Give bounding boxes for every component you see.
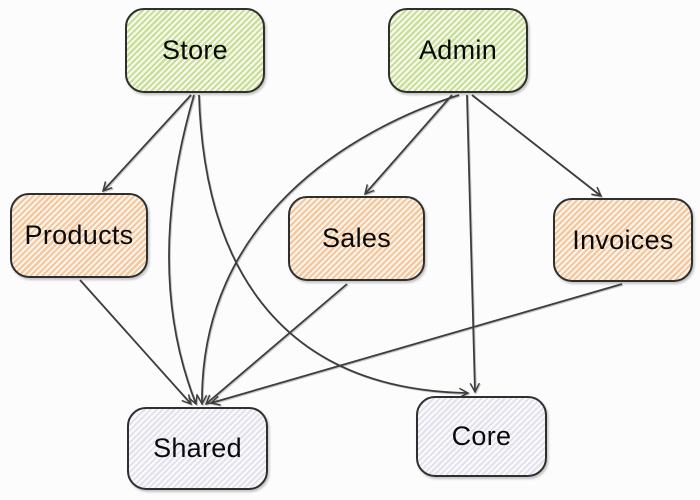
node-core[interactable]: Core (416, 396, 547, 477)
node-admin[interactable]: Admin (388, 8, 528, 93)
node-label-shared: Shared (153, 433, 242, 463)
edge-store-products (103, 94, 192, 191)
edge-admin-invoices (471, 94, 601, 196)
node-shared[interactable]: Shared (127, 407, 268, 490)
edge-store-shared (168, 94, 196, 404)
edge-admin-shared (202, 94, 460, 404)
edge-products-shared (79, 279, 191, 404)
edge-store-core (198, 94, 468, 393)
node-label-store: Store (161, 35, 229, 65)
edge-admin-core (466, 94, 475, 392)
edge-sales-shared (206, 283, 348, 404)
node-label-products: Products (24, 220, 134, 250)
node-store[interactable]: Store (125, 8, 265, 93)
node-label-invoices: Invoices (572, 224, 674, 255)
edge-admin-sales (365, 94, 453, 194)
node-sales[interactable]: Sales (288, 196, 425, 281)
node-label-admin: Admin (418, 35, 498, 65)
node-invoices[interactable]: Invoices (553, 198, 693, 282)
node-label-core: Core (451, 421, 512, 451)
edge-invoices-shared (211, 283, 623, 403)
node-label-sales: Sales (321, 223, 392, 253)
node-products[interactable]: Products (10, 193, 148, 278)
